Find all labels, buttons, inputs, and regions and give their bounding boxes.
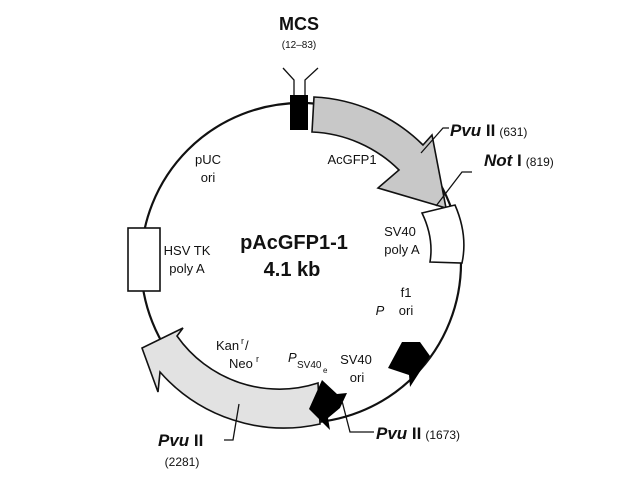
mcs-block bbox=[290, 95, 308, 130]
mcs-range: (12–83) bbox=[282, 40, 316, 51]
psv40e-arrow bbox=[309, 380, 347, 430]
f1-ori-arrow bbox=[388, 342, 430, 387]
sv40-ori-line1: SV40 bbox=[340, 352, 372, 367]
kan-sup: r bbox=[241, 336, 244, 346]
sv40-polya-line1: SV40 bbox=[384, 224, 416, 239]
kan-label: Kan bbox=[216, 338, 239, 353]
site-2-leader bbox=[435, 171, 472, 207]
site-1-label: Pvu II(631) bbox=[450, 121, 527, 140]
acgfp1-label: AcGFP1 bbox=[327, 152, 376, 167]
f1-ori-line2: ori bbox=[399, 303, 414, 318]
psv40-subsub: e bbox=[323, 366, 328, 375]
puc-ori-line1: pUC bbox=[195, 152, 221, 167]
sv40-polya-box bbox=[420, 204, 465, 264]
sv40-ori-line2: ori bbox=[350, 370, 365, 385]
hsv-tk-line1: HSV TK bbox=[164, 243, 211, 258]
neo-sup: r bbox=[256, 354, 259, 364]
plasmid-size: 4.1 kb bbox=[264, 259, 321, 281]
site-4-label: Pvu II bbox=[158, 431, 203, 450]
site-3-label: Pvu II(1673) bbox=[376, 424, 460, 443]
site-4-position: (2281) bbox=[165, 455, 200, 469]
mcs-label: MCS bbox=[279, 14, 319, 34]
puc-ori-line2: ori bbox=[201, 170, 216, 185]
mcs-connector-right bbox=[304, 67, 319, 95]
kan-neo-arrow bbox=[141, 327, 321, 429]
hsv-tk-line2: poly A bbox=[169, 261, 205, 276]
site-2-label: Not I(819) bbox=[484, 151, 554, 170]
f1-ori-line1: f1 bbox=[401, 285, 412, 300]
psv40-p: P bbox=[288, 350, 297, 365]
f1-promoter-label: P bbox=[376, 303, 385, 318]
mcs-connector-left bbox=[282, 67, 295, 95]
hsv-tk-polya-box bbox=[127, 227, 161, 292]
site-4-leader bbox=[224, 403, 240, 441]
psv40-sub: SV40 bbox=[297, 360, 322, 371]
kan-slash: / bbox=[245, 338, 249, 353]
neo-label: Neo bbox=[229, 356, 253, 371]
sv40-polya-line2: poly A bbox=[384, 242, 420, 257]
site-1-leader bbox=[420, 127, 449, 154]
plasmid-name: pAcGFP1-1 bbox=[240, 232, 348, 254]
site-3-leader bbox=[341, 400, 374, 433]
